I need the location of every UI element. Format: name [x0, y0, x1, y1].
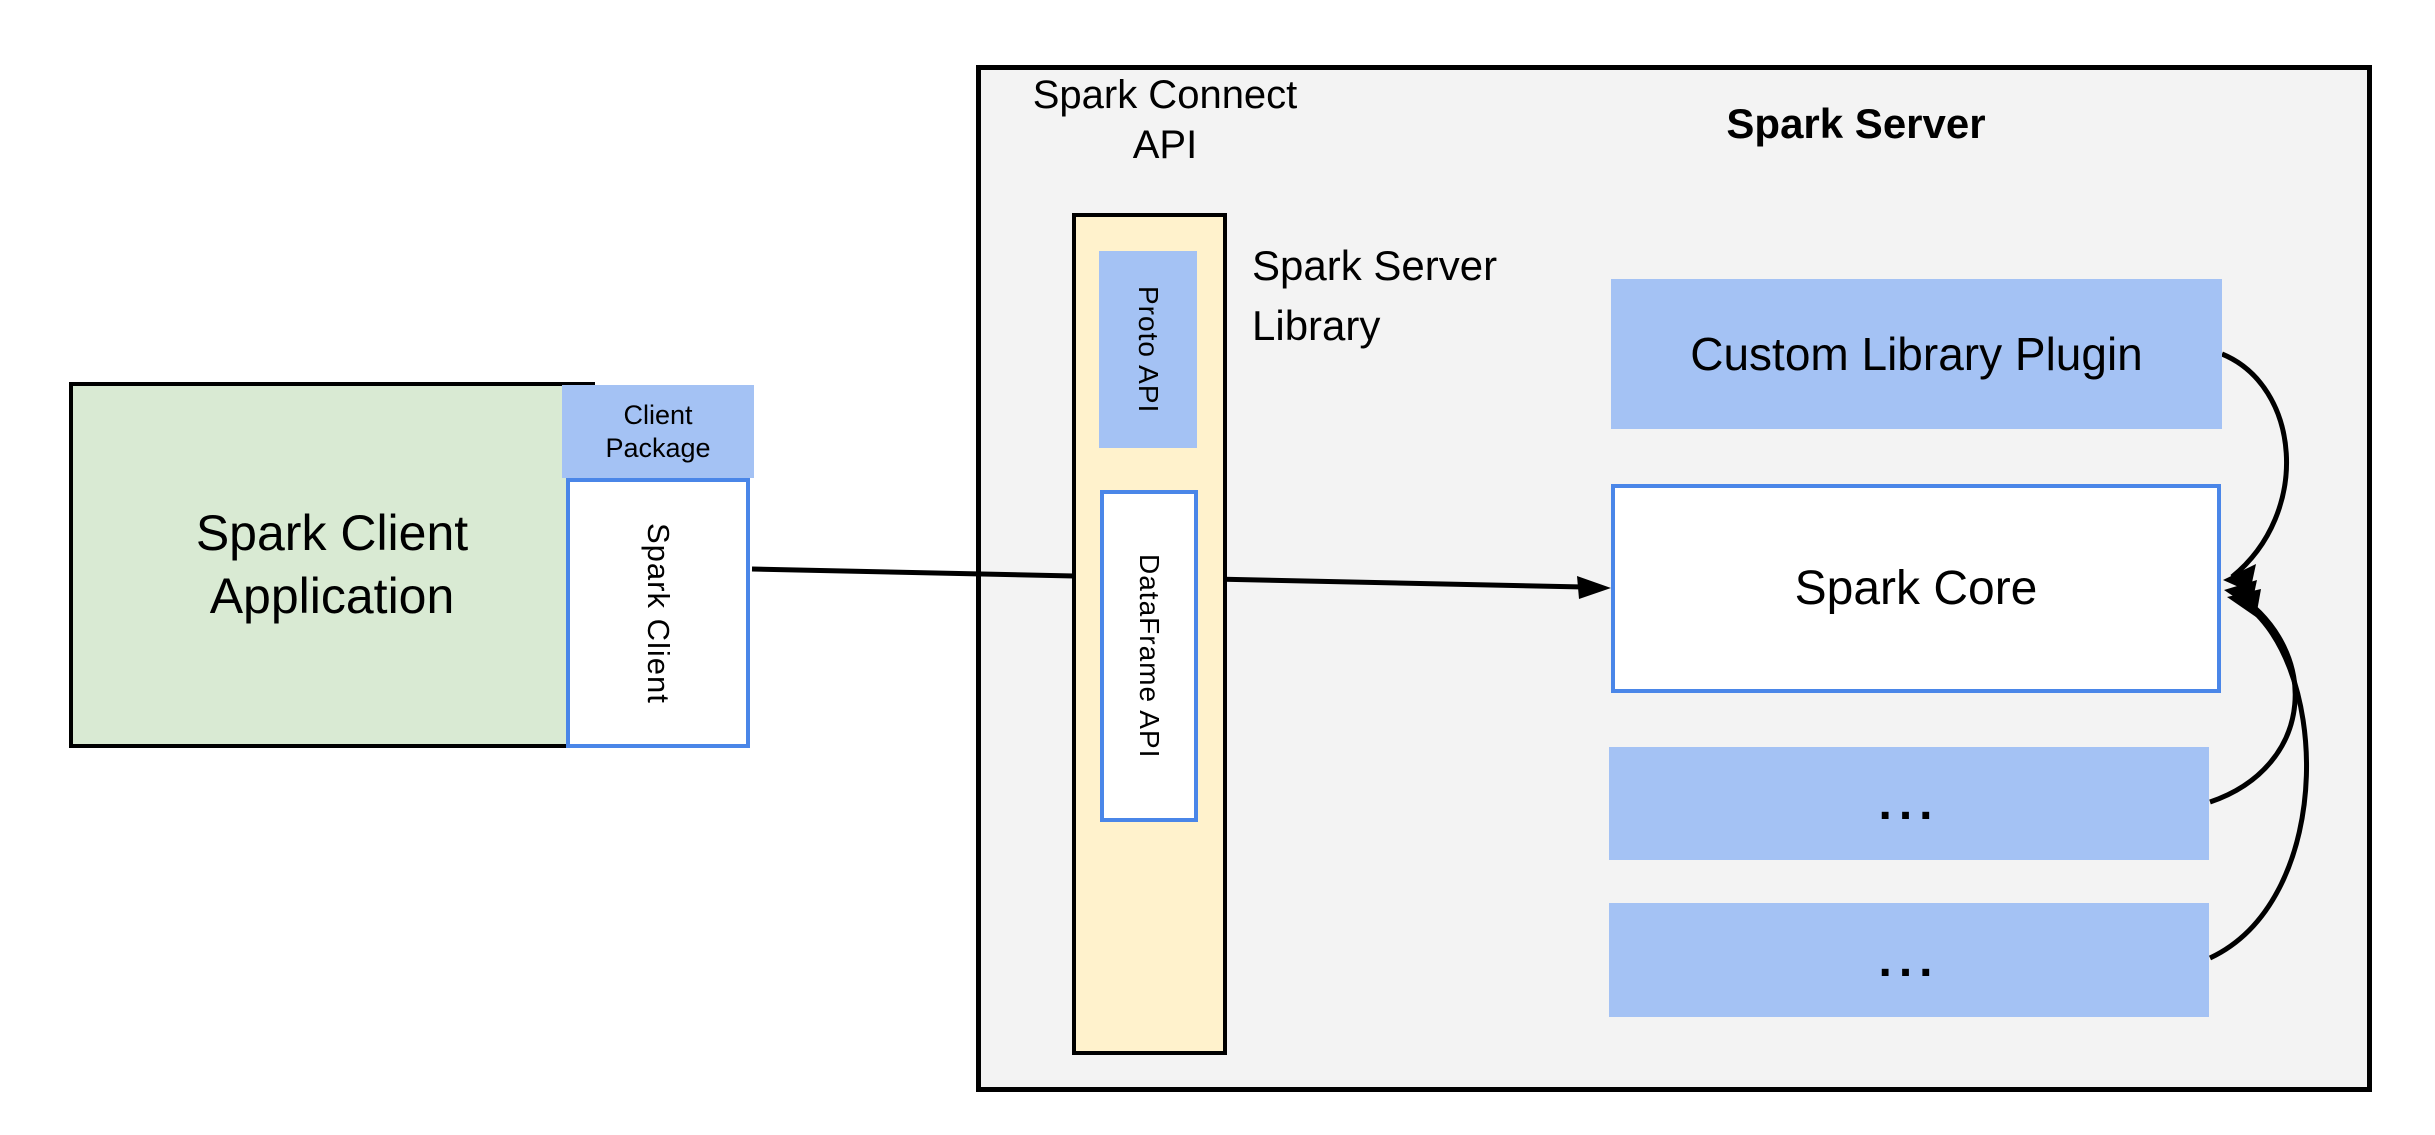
spark-client-application-box: Spark Client Application: [69, 382, 595, 748]
proto-api-box: Proto API: [1099, 251, 1197, 448]
other-module-box-1: ...: [1609, 747, 2209, 860]
dataframe-api-box: DataFrame API: [1100, 490, 1198, 822]
spark-client-label: Spark Client: [641, 522, 676, 704]
proto-api-label: Proto API: [1133, 285, 1164, 414]
spark-core-label: Spark Core: [1794, 562, 2038, 615]
client-package-box: Client Package: [562, 385, 754, 478]
spark-server-library-label: Spark Server Library: [1252, 242, 1498, 349]
spark-core-box: Spark Core: [1611, 484, 2221, 693]
dataframe-api-label: DataFrame API: [1134, 553, 1165, 759]
spark-client-application-label: Spark Client Application: [195, 505, 469, 624]
custom-library-plugin-label: Custom Library Plugin: [1690, 328, 2143, 380]
spark-client-box: Spark Client: [566, 478, 750, 748]
spark-connect-api-title: Spark Connect API: [1032, 73, 1298, 167]
custom-library-plugin-box: Custom Library Plugin: [1611, 279, 2222, 429]
ellipsis-label-2: ...: [1878, 933, 1940, 987]
client-package-label: Client Package: [605, 399, 711, 463]
ellipsis-label-1: ...: [1878, 777, 1940, 830]
other-module-box-2: ...: [1609, 903, 2209, 1017]
spark-server-title: Spark Server: [1726, 100, 1986, 147]
